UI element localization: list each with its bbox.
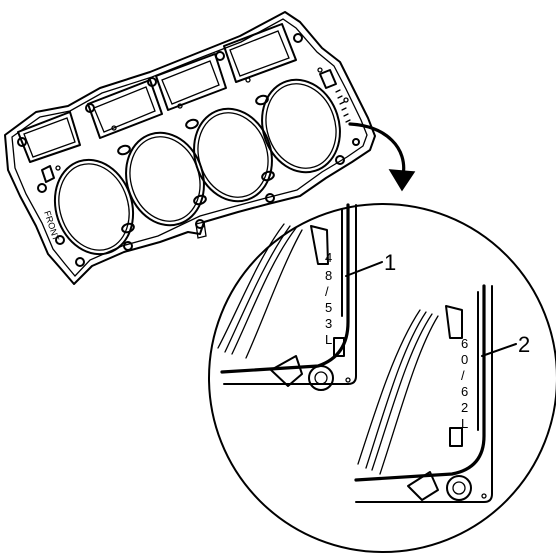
cylinder-head-gasket: FRONT <box>4 11 376 285</box>
detail-2-stamp-char: 2 <box>461 400 468 415</box>
callout-1-number: 1 <box>384 250 396 275</box>
gasket-window <box>87 79 163 139</box>
gasket-front-label: FRONT <box>42 210 61 243</box>
detail-1-gasket-corner <box>217 203 357 391</box>
detail-1-stamp: 4 8 / 5 3 L <box>325 250 332 347</box>
detail-2-stamp-char: 6 <box>461 336 468 351</box>
cylinder-bore-4 <box>261 78 341 174</box>
gasket-window <box>155 53 227 111</box>
detail-2-stamp-char: 0 <box>461 352 468 367</box>
detail-2-stamp: 6 0 / 6 2 L <box>461 336 468 431</box>
detail-2-gasket-corner <box>354 284 493 503</box>
gasket-window <box>223 23 297 83</box>
detail-2-stamp-char: 6 <box>461 384 468 399</box>
detail-1-stamp-char: L <box>325 332 332 347</box>
detail-magnifier-circle <box>208 203 556 553</box>
gasket-window <box>93 86 156 133</box>
gasket-holes <box>17 33 360 267</box>
detail-1-stamp-char: 8 <box>325 268 332 283</box>
cylinder-bore-1 <box>53 158 135 256</box>
gasket-window <box>23 117 76 158</box>
detail-1-stamp-char: / <box>325 284 329 299</box>
detail-1-stamp-char: 3 <box>325 316 332 331</box>
detail-1-stamp-char: 5 <box>325 300 332 315</box>
gasket-outline <box>4 11 376 285</box>
callout-2-number: 2 <box>518 332 530 357</box>
gasket-outline-inner <box>11 18 368 277</box>
detail-2-stamp-char: / <box>461 368 465 383</box>
callout-1: 1 <box>345 250 396 277</box>
gasket-window <box>17 111 81 163</box>
zoom-arrow <box>348 122 416 192</box>
gasket-id-marks <box>335 89 351 123</box>
gasket-window <box>161 60 220 105</box>
cylinder-bore-3 <box>193 107 273 203</box>
callout-2: 2 <box>481 332 530 357</box>
gasket-window <box>229 30 290 77</box>
detail-1-stamp-char: 4 <box>325 250 332 265</box>
detail-2-stamp-char: L <box>461 416 468 431</box>
